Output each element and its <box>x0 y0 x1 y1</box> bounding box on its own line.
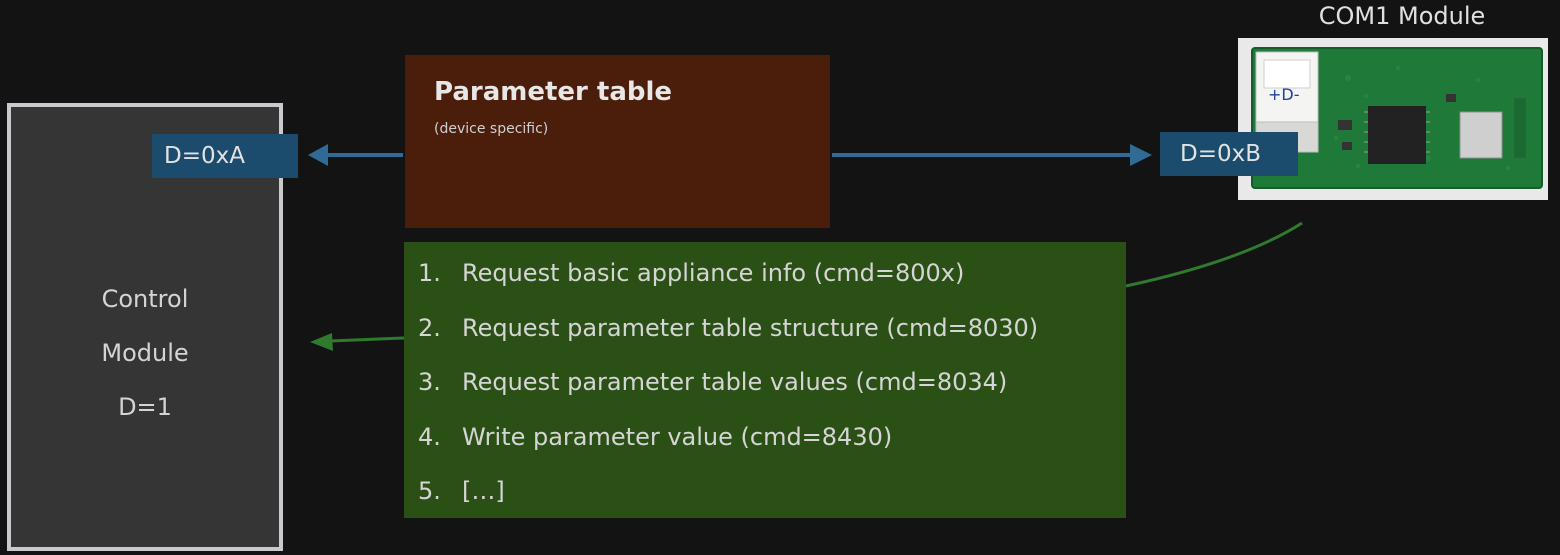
address-tag-com: D=0xB <box>1160 132 1298 176</box>
arrowhead-left-icon <box>308 144 328 166</box>
curve-com-to-commands <box>1125 221 1303 288</box>
command-list-box: 1. Request basic appliance info (cmd=800x… <box>404 242 1126 518</box>
control-module-line-3: D=1 <box>118 393 172 421</box>
command-item: 3. Request parameter table values (cmd=80… <box>418 355 1126 410</box>
parameter-table-title: Parameter table <box>434 77 673 107</box>
board-marking: +D- <box>1268 85 1300 104</box>
command-text: Write parameter value (cmd=8430) <box>462 422 893 451</box>
command-number: 5. <box>418 477 441 505</box>
command-item: 1. Request basic appliance info (cmd=800x… <box>418 246 1126 301</box>
microcontroller-chip <box>1368 106 1426 164</box>
parameter-table-box: Parameter table (device specific) <box>405 55 830 228</box>
command-item: 2. Request parameter table structure (cmd… <box>418 301 1126 356</box>
command-text: Request parameter table values (cmd=8034… <box>462 368 1008 396</box>
address-tag-control: D=0xA <box>152 134 298 178</box>
command-item: 4. Write parameter value (cmd=8430) <box>418 410 1126 465</box>
command-item: 5. […] <box>418 464 1126 519</box>
arrowhead-right-icon <box>1130 144 1152 166</box>
com-module-label: COM1 Module <box>1318 2 1486 30</box>
command-list: 1. Request basic appliance info (cmd=800x… <box>418 246 1126 519</box>
com-module-photo: +D- <box>1238 38 1548 200</box>
control-module-line-1: Control <box>101 285 189 313</box>
command-number: 4. <box>418 422 441 451</box>
command-number: 3. <box>418 368 441 396</box>
command-text: Request basic appliance info (cmd=800x) <box>462 259 965 287</box>
command-text: […] <box>462 477 505 505</box>
radio-module <box>1459 111 1503 159</box>
control-module-label: Control Module D=1 <box>11 272 279 434</box>
parameter-table-subtitle: (device specific) <box>434 121 549 137</box>
command-number: 1. <box>418 259 441 287</box>
command-text: Request parameter table structure (cmd=8… <box>462 313 1039 342</box>
control-module-line-2: Module <box>101 339 189 367</box>
arrowhead-green-icon <box>310 333 333 351</box>
command-number: 2. <box>418 313 441 342</box>
arrow-commands-to-control <box>329 336 405 343</box>
